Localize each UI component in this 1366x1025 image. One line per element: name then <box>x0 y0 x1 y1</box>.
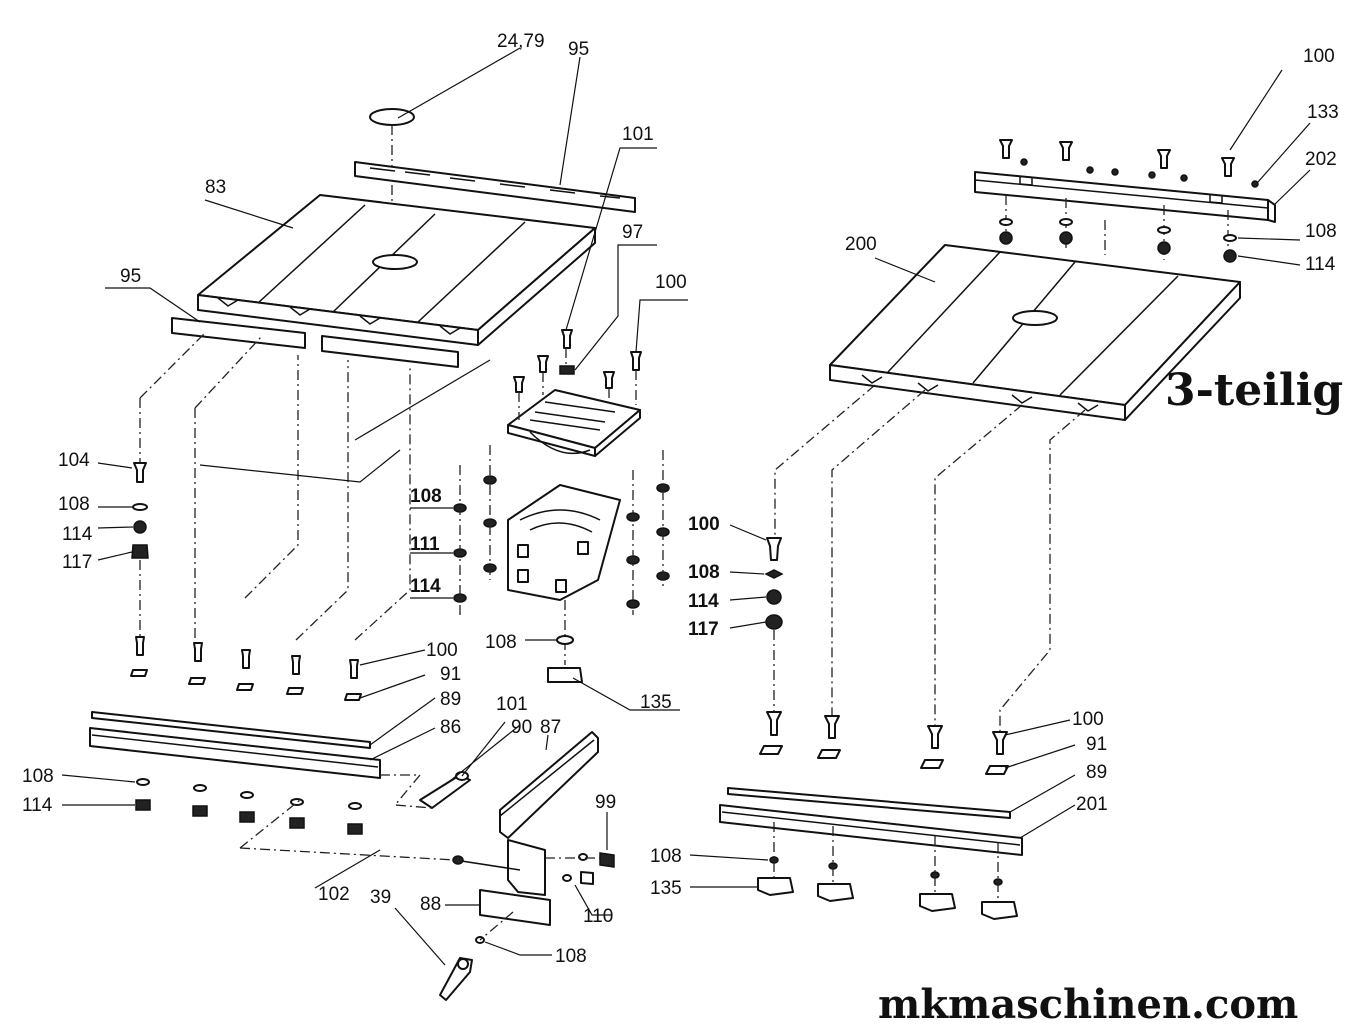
callout-100-left-r: 100 <box>688 514 720 535</box>
screw-100-r <box>766 537 782 561</box>
front-rail-95-right <box>321 335 459 368</box>
website-watermark: mkmaschinen.com <box>878 981 1298 1025</box>
callout-117-left-r: 117 <box>688 619 719 640</box>
callout-100-low-r: 100 <box>1072 709 1104 730</box>
washer-108-r <box>764 569 784 579</box>
callout-89-r: 89 <box>1086 762 1107 783</box>
callout-201: 201 <box>1076 794 1108 815</box>
left-assembly: 24,79 95 83 101 97 95 100 104 108 114 11… <box>22 31 688 1001</box>
callout-39: 39 <box>370 887 391 908</box>
nut-114-a <box>133 520 147 534</box>
rail-screws <box>999 139 1259 188</box>
callout-99: 99 <box>595 792 616 813</box>
callout-97: 97 <box>622 222 643 243</box>
screw-100-a <box>630 351 642 371</box>
callout-101-bot: 101 <box>496 694 528 715</box>
insert-disc <box>369 108 415 126</box>
callout-114-a: 114 <box>62 524 93 545</box>
callout-110: 110 <box>583 906 613 927</box>
screw-101 <box>561 329 573 349</box>
callout-100-top: 100 <box>655 272 687 293</box>
washer-108-a <box>132 503 148 511</box>
callout-135: 135 <box>640 692 672 713</box>
knob-117 <box>131 544 149 559</box>
rail-86 <box>89 727 381 779</box>
knob-117-r <box>765 614 783 630</box>
variant-label: 3-teilig <box>1165 365 1343 416</box>
callout-114-b: 114 <box>410 576 441 597</box>
lower-screws <box>130 636 362 701</box>
clamp-88 <box>479 889 551 926</box>
bottom-knobs <box>757 856 1018 920</box>
mount-plate <box>507 389 641 449</box>
callout-135-r: 135 <box>650 878 682 899</box>
nut-114-r <box>766 589 782 605</box>
callout-111: 111 <box>410 534 440 555</box>
callout-83: 83 <box>205 177 226 198</box>
callout-117: 117 <box>62 552 92 573</box>
callout-88: 88 <box>420 894 441 915</box>
callout-89: 89 <box>440 689 461 710</box>
fence-87 <box>499 731 599 839</box>
lower-nuts <box>135 778 363 835</box>
callout-114-top-r: 114 <box>1305 254 1336 275</box>
callout-202: 202 <box>1305 149 1337 170</box>
callout-114-d: 114 <box>22 795 53 816</box>
callout-108-a: 108 <box>58 494 90 515</box>
rear-rail-202 <box>974 171 1269 221</box>
callout-86: 86 <box>440 717 461 738</box>
right-assembly: 100 133 202 108 114 200 100 108 114 117 … <box>650 46 1339 920</box>
screw-104 <box>133 462 147 483</box>
clamp-97 <box>559 365 575 375</box>
callout-108-e: 108 <box>555 946 587 967</box>
washer-108-c <box>556 635 574 645</box>
rail-89 <box>91 711 371 749</box>
callout-91: 91 <box>440 664 461 685</box>
callout-108-d: 108 <box>22 766 54 787</box>
callout-95-top: 95 <box>568 39 589 60</box>
callout-90: 90 <box>511 717 532 738</box>
callout-95-left: 95 <box>120 266 141 287</box>
callout-114-left-r: 114 <box>688 591 719 612</box>
callout-133: 133 <box>1307 102 1339 123</box>
callout-91-r: 91 <box>1086 734 1107 755</box>
callout-108-c: 108 <box>485 632 517 653</box>
rail-201 <box>719 804 1023 856</box>
callout-104: 104 <box>58 450 90 471</box>
callout-108-top-r: 108 <box>1305 221 1337 242</box>
lower-screws-r <box>759 711 1009 775</box>
callout-108-bot-r: 108 <box>650 846 682 867</box>
rail-89-r <box>727 787 1011 819</box>
callout-100-top-r: 100 <box>1303 46 1335 67</box>
rail-nuts <box>999 218 1237 263</box>
callout-200: 200 <box>845 234 877 255</box>
callout-108-left-r: 108 <box>688 562 720 583</box>
front-rail-95-left <box>171 317 306 349</box>
callout-101-top: 101 <box>622 124 654 145</box>
callout-87: 87 <box>540 717 561 738</box>
callout-102: 102 <box>318 884 350 905</box>
callout-100-mid: 100 <box>426 640 458 661</box>
callout-108-b: 108 <box>410 486 442 507</box>
callout-24-79: 24,79 <box>497 31 545 52</box>
nut-99 <box>599 852 615 868</box>
